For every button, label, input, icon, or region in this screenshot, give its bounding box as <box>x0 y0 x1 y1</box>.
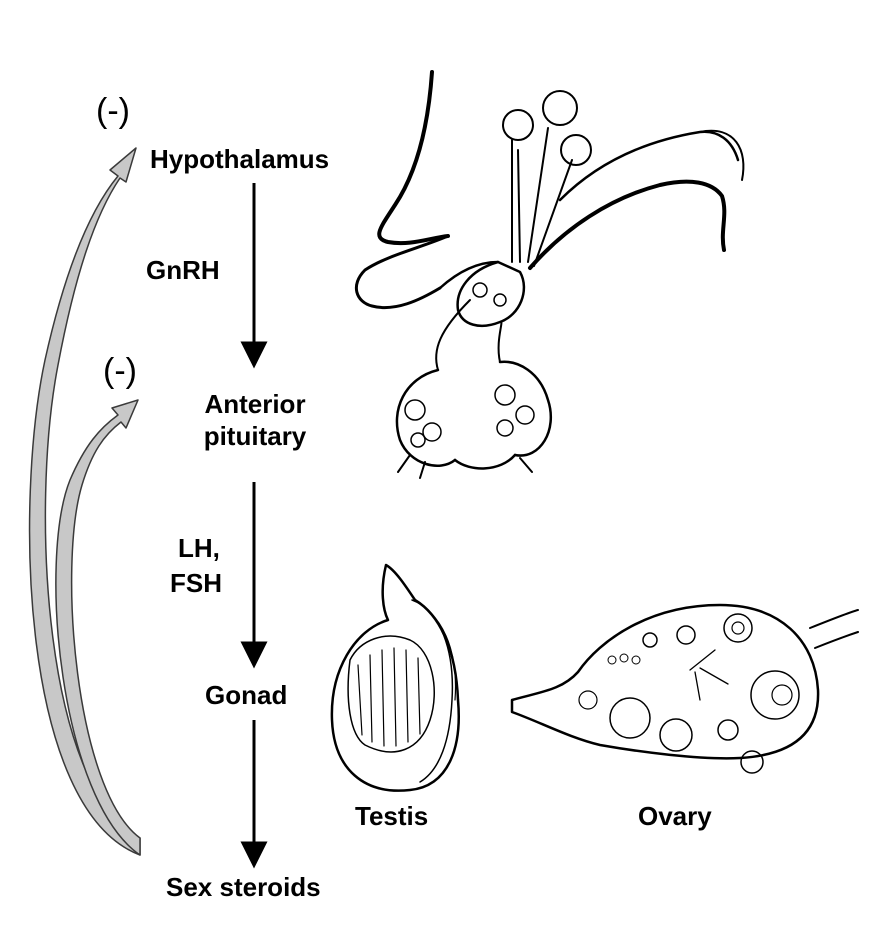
anterior-pituitary-label: Anterior pituitary <box>180 388 330 452</box>
gnrh-label: GnRH <box>146 255 220 285</box>
feedback-arrow-to-hypothalamus <box>28 147 141 856</box>
testis-illustration <box>330 563 460 792</box>
negative-feedback-label-top: (-) <box>96 92 130 130</box>
fsh-label: FSH <box>170 568 222 598</box>
pituitary-illustration <box>354 70 745 479</box>
hypothalamus-label: Hypothalamus <box>150 144 330 174</box>
feedback-arrow-to-pituitary <box>55 399 141 856</box>
testis-label: Testis <box>355 801 429 831</box>
sex-steroids-label: Sex steroids <box>166 872 321 902</box>
negative-feedback-label-middle: (-) <box>103 352 137 390</box>
gonad-label: Gonad <box>205 680 288 710</box>
anterior-line: Anterior <box>204 389 306 419</box>
ovary-illustration <box>510 603 859 774</box>
lh-label: LH, <box>178 533 220 563</box>
ovary-label: Ovary <box>638 801 712 831</box>
pituitary-line: pituitary <box>203 421 307 451</box>
